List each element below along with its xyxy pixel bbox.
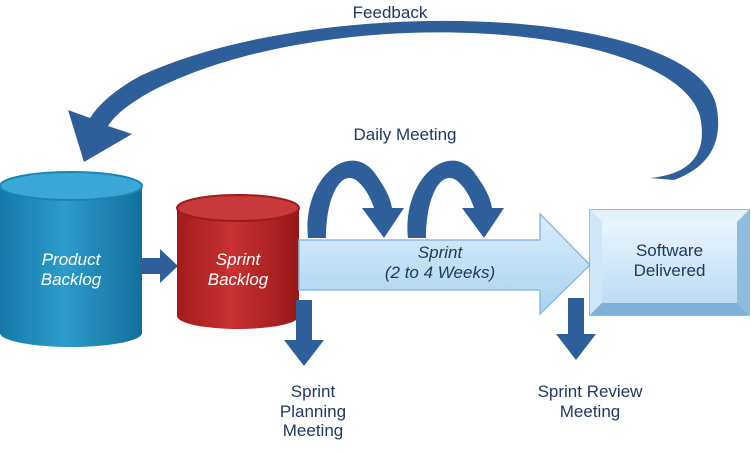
sprint-line2: (2 to 4 Weeks) xyxy=(384,262,496,282)
daily-meeting-label: Daily Meeting xyxy=(353,125,457,144)
software-delivered-box xyxy=(589,209,750,316)
sprint-line1: Sprint xyxy=(417,243,463,262)
daily-meeting-loop-2 xyxy=(407,160,504,238)
software-delivered-line2: Delivered xyxy=(633,260,706,280)
software-delivered-line1: Software xyxy=(635,241,704,260)
sprint-planning-line2: Planning xyxy=(279,401,347,421)
sprint-planning-line1: Sprint xyxy=(290,382,336,401)
sprint-planning-line3: Meeting xyxy=(282,421,344,441)
product-backlog-line1: Product xyxy=(41,250,101,269)
sprint-backlog-label: Sprint Backlog xyxy=(180,250,296,289)
product-backlog-label: Product Backlog xyxy=(10,250,132,289)
feedback-arrow xyxy=(68,20,719,180)
sprint-backlog-line2: Backlog xyxy=(207,269,269,289)
sprint-review-meeting-label: Sprint Review Meeting xyxy=(515,382,665,421)
sprint-planning-arrow xyxy=(284,300,324,366)
sprint-backlog-line1: Sprint xyxy=(215,250,261,269)
product-backlog-cylinder xyxy=(0,171,143,347)
sprint-backlog-cylinder xyxy=(176,194,300,329)
sprint-planning-meeting-label: Sprint Planning Meeting xyxy=(258,382,368,441)
backlog-to-sprint-arrow xyxy=(140,249,178,283)
sprint-arrow xyxy=(298,212,592,316)
sprint-review-arrow xyxy=(556,298,596,360)
software-delivered-label: Software Delivered xyxy=(602,241,737,280)
sprint-review-line2: Meeting xyxy=(559,401,621,421)
feedback-label: Feedback xyxy=(352,3,428,22)
product-backlog-line2: Backlog xyxy=(40,269,102,289)
sprint-review-line1: Sprint Review xyxy=(537,382,643,401)
sprint-label: Sprint (2 to 4 Weeks) xyxy=(345,243,535,282)
daily-meeting-loop-1 xyxy=(307,160,404,238)
